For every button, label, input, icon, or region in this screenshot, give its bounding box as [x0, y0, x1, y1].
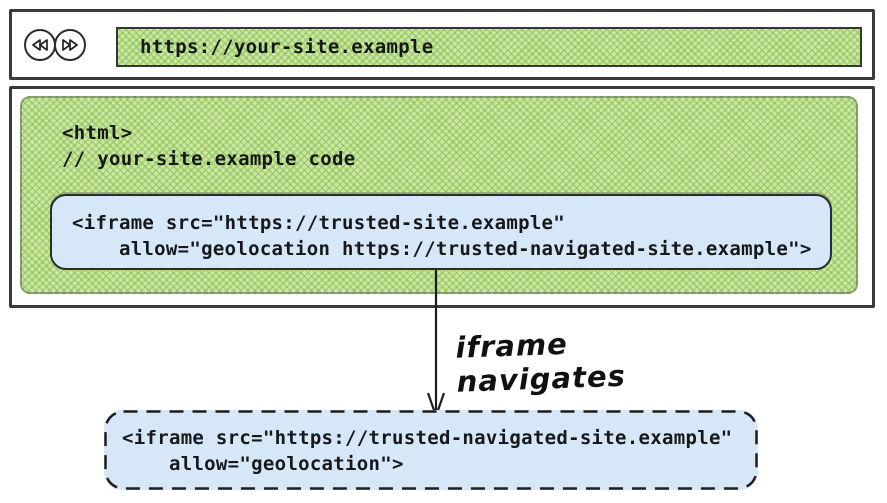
- back-button: [24, 29, 56, 61]
- forward-button: [54, 29, 86, 61]
- rewind-icon: [32, 39, 48, 51]
- browser-toolbar: https://your-site.example: [9, 9, 875, 80]
- arrow-label: iframe navigates: [454, 326, 627, 399]
- iframe-code-line: <iframe src="https://trusted-site.exampl…: [72, 212, 566, 234]
- navigated-iframe-code-line: allow="geolocation">: [122, 453, 404, 475]
- page-code-line: // your-site.example code: [62, 148, 356, 170]
- browser-window: <html> // your-site.example code <iframe…: [9, 86, 875, 308]
- navigated-iframe-box: <iframe src="https://trusted-navigated-s…: [104, 410, 758, 490]
- url-text: https://your-site.example: [140, 36, 434, 58]
- page-code-line: <html>: [62, 122, 133, 144]
- page-code: <html> // your-site.example code: [62, 120, 355, 172]
- iframe-element-box: <iframe src="https://trusted-site.exampl…: [50, 194, 832, 270]
- iframe-code-line: allow="geolocation https://trusted-navig…: [72, 238, 812, 260]
- url-bar: https://your-site.example: [116, 27, 862, 67]
- fast-forward-icon: [62, 39, 78, 51]
- navigated-iframe-code-line: <iframe src="https://trusted-navigated-s…: [122, 427, 733, 449]
- page-content: <html> // your-site.example code <iframe…: [20, 96, 858, 294]
- navigation-arrow: [426, 270, 446, 418]
- dashed-border: [104, 410, 758, 490]
